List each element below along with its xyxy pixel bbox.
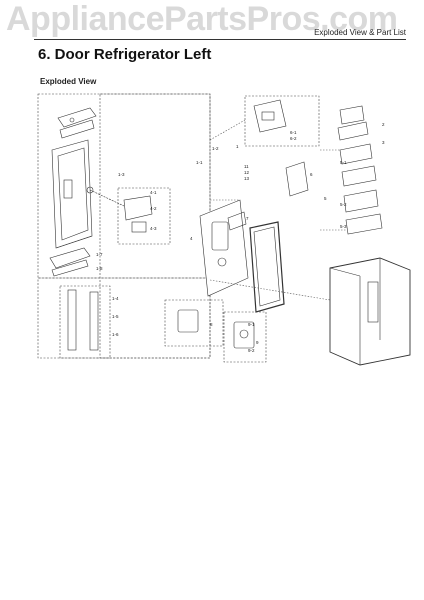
- door-handle-slot: [63, 179, 73, 199]
- door-panel-assembly: [51, 139, 93, 249]
- cabinet-opening: [367, 281, 379, 323]
- bin-2: [337, 121, 369, 141]
- callout: 6-2: [290, 136, 297, 141]
- door-gasket: [249, 221, 285, 313]
- callout: 8: [210, 322, 213, 327]
- top-cap-assembly: [57, 107, 97, 139]
- callout: 9-2: [248, 348, 255, 353]
- bar-left: [67, 289, 77, 351]
- frame-dispenser: [164, 299, 224, 347]
- upper-right-module: [253, 99, 309, 197]
- door-bins: [337, 105, 383, 235]
- dispenser-outlet: [217, 257, 227, 267]
- header-rule: [34, 39, 406, 40]
- callout: 1-1: [196, 160, 203, 165]
- door-edge: [55, 235, 93, 249]
- callout: 1-7: [96, 252, 103, 257]
- callout: 1-8: [96, 266, 103, 271]
- frame-hinge: [117, 187, 171, 245]
- callout: 1-4: [112, 296, 119, 301]
- bin-5: [343, 189, 379, 213]
- callout: 4-2: [150, 206, 157, 211]
- bottom-cap: [49, 247, 91, 269]
- lower-bars: [67, 289, 99, 351]
- module-part: [261, 111, 275, 121]
- top-cap-liner: [59, 119, 95, 139]
- cabinet-body: [329, 257, 411, 366]
- bin-1: [339, 105, 365, 125]
- callout: 11: [244, 164, 249, 169]
- hinge-cover: [285, 161, 309, 197]
- callout: 9-1: [248, 322, 255, 327]
- leader-lines: [209, 119, 346, 301]
- water-valve: [233, 321, 255, 349]
- bottom-cap-liner: [51, 259, 89, 277]
- callout: 5-2: [340, 202, 347, 207]
- callout: 7: [246, 216, 249, 221]
- callout: 3: [382, 140, 385, 145]
- callout: 4-3: [150, 226, 157, 231]
- callout: 1-2: [212, 146, 219, 151]
- dispenser-parts: [177, 309, 255, 349]
- dispenser-lever: [177, 309, 199, 333]
- bar-right: [89, 291, 99, 351]
- callout: 5-1: [340, 160, 347, 165]
- callout: 13: [244, 176, 250, 181]
- hinge-screw: [86, 186, 94, 194]
- callout: 9: [256, 340, 259, 345]
- callout: 1-3: [118, 172, 125, 177]
- callout: 5: [324, 196, 327, 201]
- callout: 1-5: [112, 314, 119, 319]
- refrigerator-cabinet: [329, 257, 411, 366]
- bin-6: [345, 213, 383, 235]
- section-title: Exploded View: [40, 77, 97, 86]
- header-label: Exploded View & Part List: [314, 28, 406, 37]
- cabinet-top-edge: [329, 267, 361, 277]
- page-title: 6. Door Refrigerator Left: [38, 46, 212, 63]
- hinge-leader: [89, 189, 125, 207]
- bin-4: [341, 165, 377, 187]
- frame-lower-left: [37, 277, 211, 359]
- hinge-bracket: [123, 195, 153, 221]
- callout: 4: [190, 236, 193, 241]
- leader-5: [209, 279, 331, 301]
- gasket-outer: [249, 221, 285, 313]
- frame-top-right: [244, 95, 320, 147]
- callout: 1: [236, 144, 239, 149]
- callout: 12: [244, 170, 250, 175]
- dispenser-recess: [211, 221, 229, 251]
- frame-bottom-bar: [59, 285, 111, 359]
- top-cap: [57, 107, 97, 128]
- frame-valve: [223, 311, 267, 363]
- hinge-assembly: [86, 186, 153, 233]
- leader-1: [209, 119, 246, 141]
- door-liner: [199, 199, 249, 297]
- valve-port: [239, 329, 249, 339]
- callout: 4-1: [150, 190, 157, 195]
- callout-labels: 1 2 3 4 5 6 7 8 9 11 12 13 1-1 1-2 1-3 4…: [96, 122, 385, 353]
- callout: 5-3: [340, 224, 347, 229]
- callout: 6-1: [290, 130, 297, 135]
- door-liner-center: [199, 199, 249, 297]
- top-cap-screw: [69, 117, 75, 123]
- module-housing: [253, 99, 287, 133]
- callout: 2: [382, 122, 385, 127]
- dispenser-cover: [227, 211, 247, 231]
- bottom-cap-assembly: [49, 247, 91, 277]
- callout: 1-6: [112, 332, 119, 337]
- callout: 6: [310, 172, 313, 177]
- hinge-pin: [131, 221, 147, 233]
- gasket-inner: [253, 226, 281, 307]
- door-inner-panel: [57, 147, 89, 241]
- bin-3: [339, 143, 373, 165]
